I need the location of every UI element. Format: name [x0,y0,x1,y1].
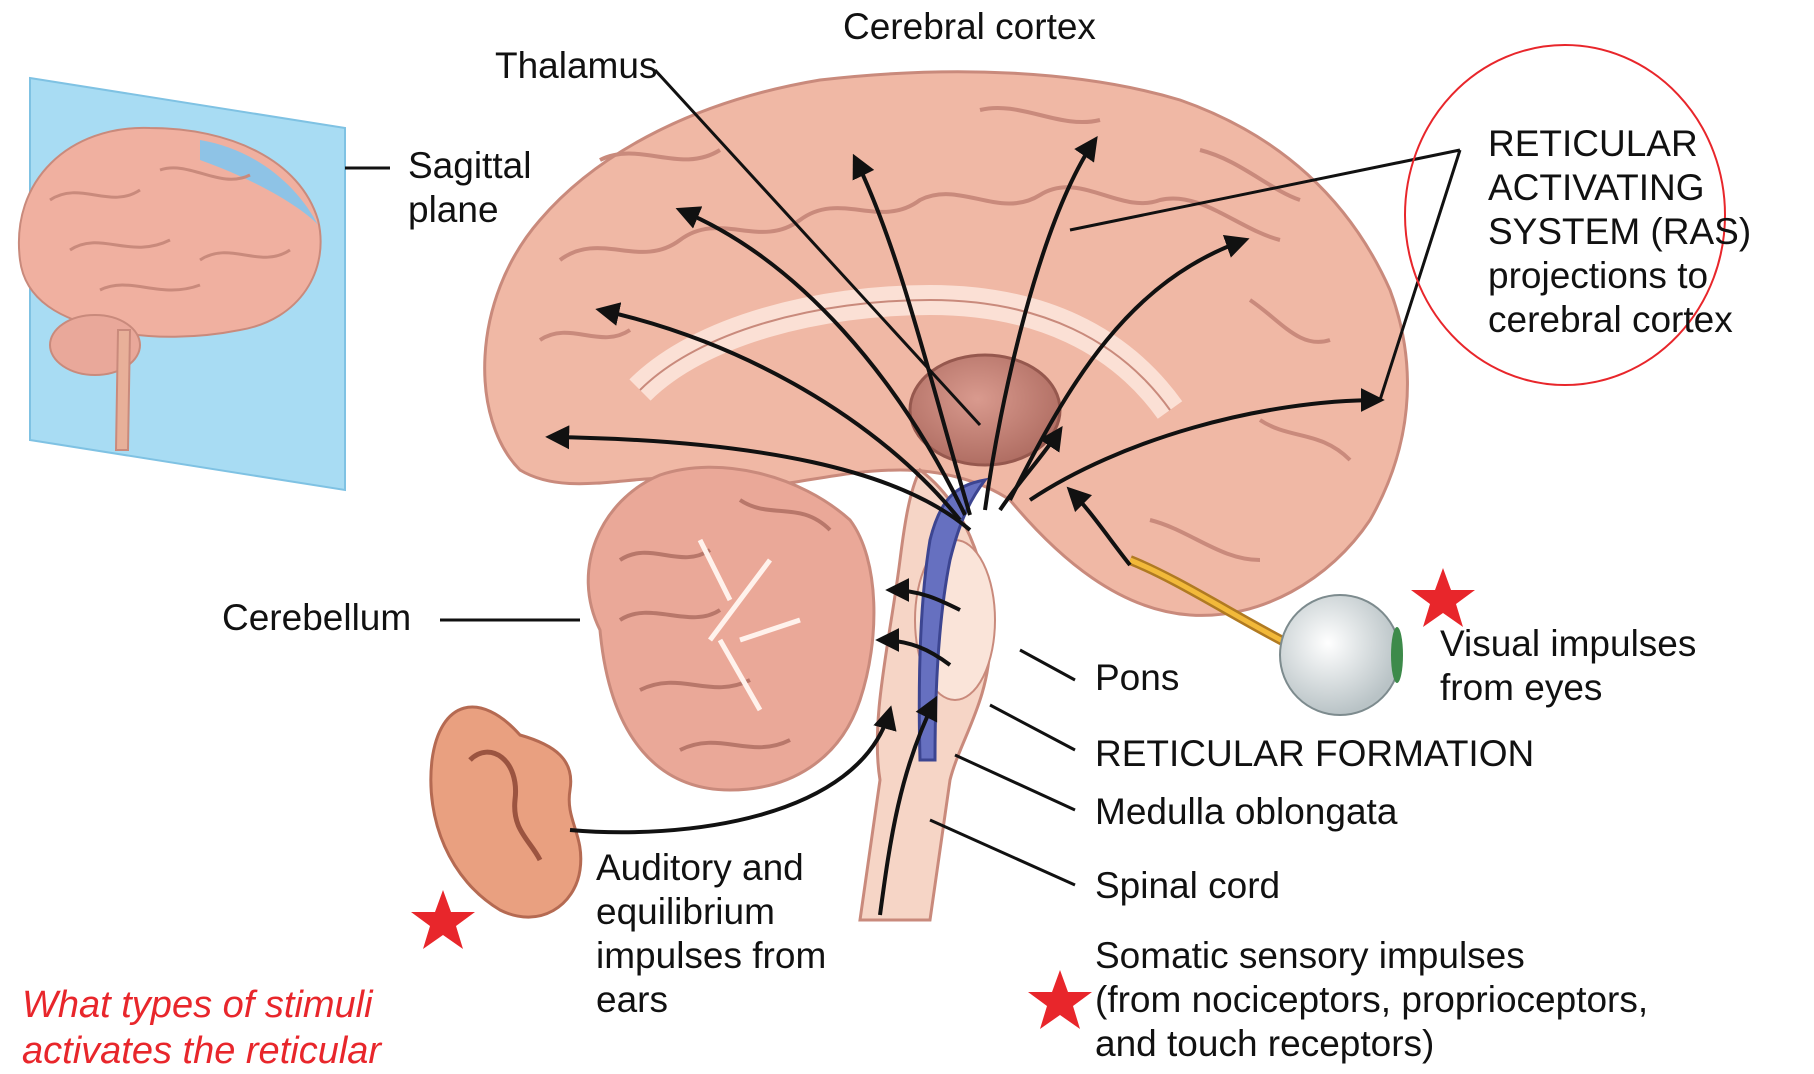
label-pons: Pons [1095,656,1179,700]
label-somatic-sensory: Somatic sensory impulses (from nocicepto… [1095,934,1648,1066]
label-spinal-cord: Spinal cord [1095,864,1280,908]
label-auditory-impulses: Auditory and equilibrium impulses from e… [596,846,826,1022]
label-cerebral-cortex: Cerebral cortex [843,5,1096,49]
star-icon [1411,568,1475,627]
label-reticular-formation: RETICULAR FORMATION [1095,732,1534,776]
star-icon [411,890,475,949]
label-visual-impulses: Visual impulses from eyes [1440,622,1696,710]
eye-icon [1280,595,1403,715]
label-thalamus: Thalamus [495,44,657,88]
label-sagittal-plane: Sagittal plane [408,144,531,232]
question-text: What types of stimuli activates the reti… [22,982,381,1074]
cerebellum [588,467,874,790]
star-icon [1028,970,1092,1029]
label-cerebellum: Cerebellum [222,596,411,640]
ear-icon [431,707,581,917]
sagittal-inset [19,78,345,490]
label-ras-projections: RETICULAR ACTIVATING SYSTEM (RAS) projec… [1488,122,1751,342]
label-medulla-oblongata: Medulla oblongata [1095,790,1397,834]
